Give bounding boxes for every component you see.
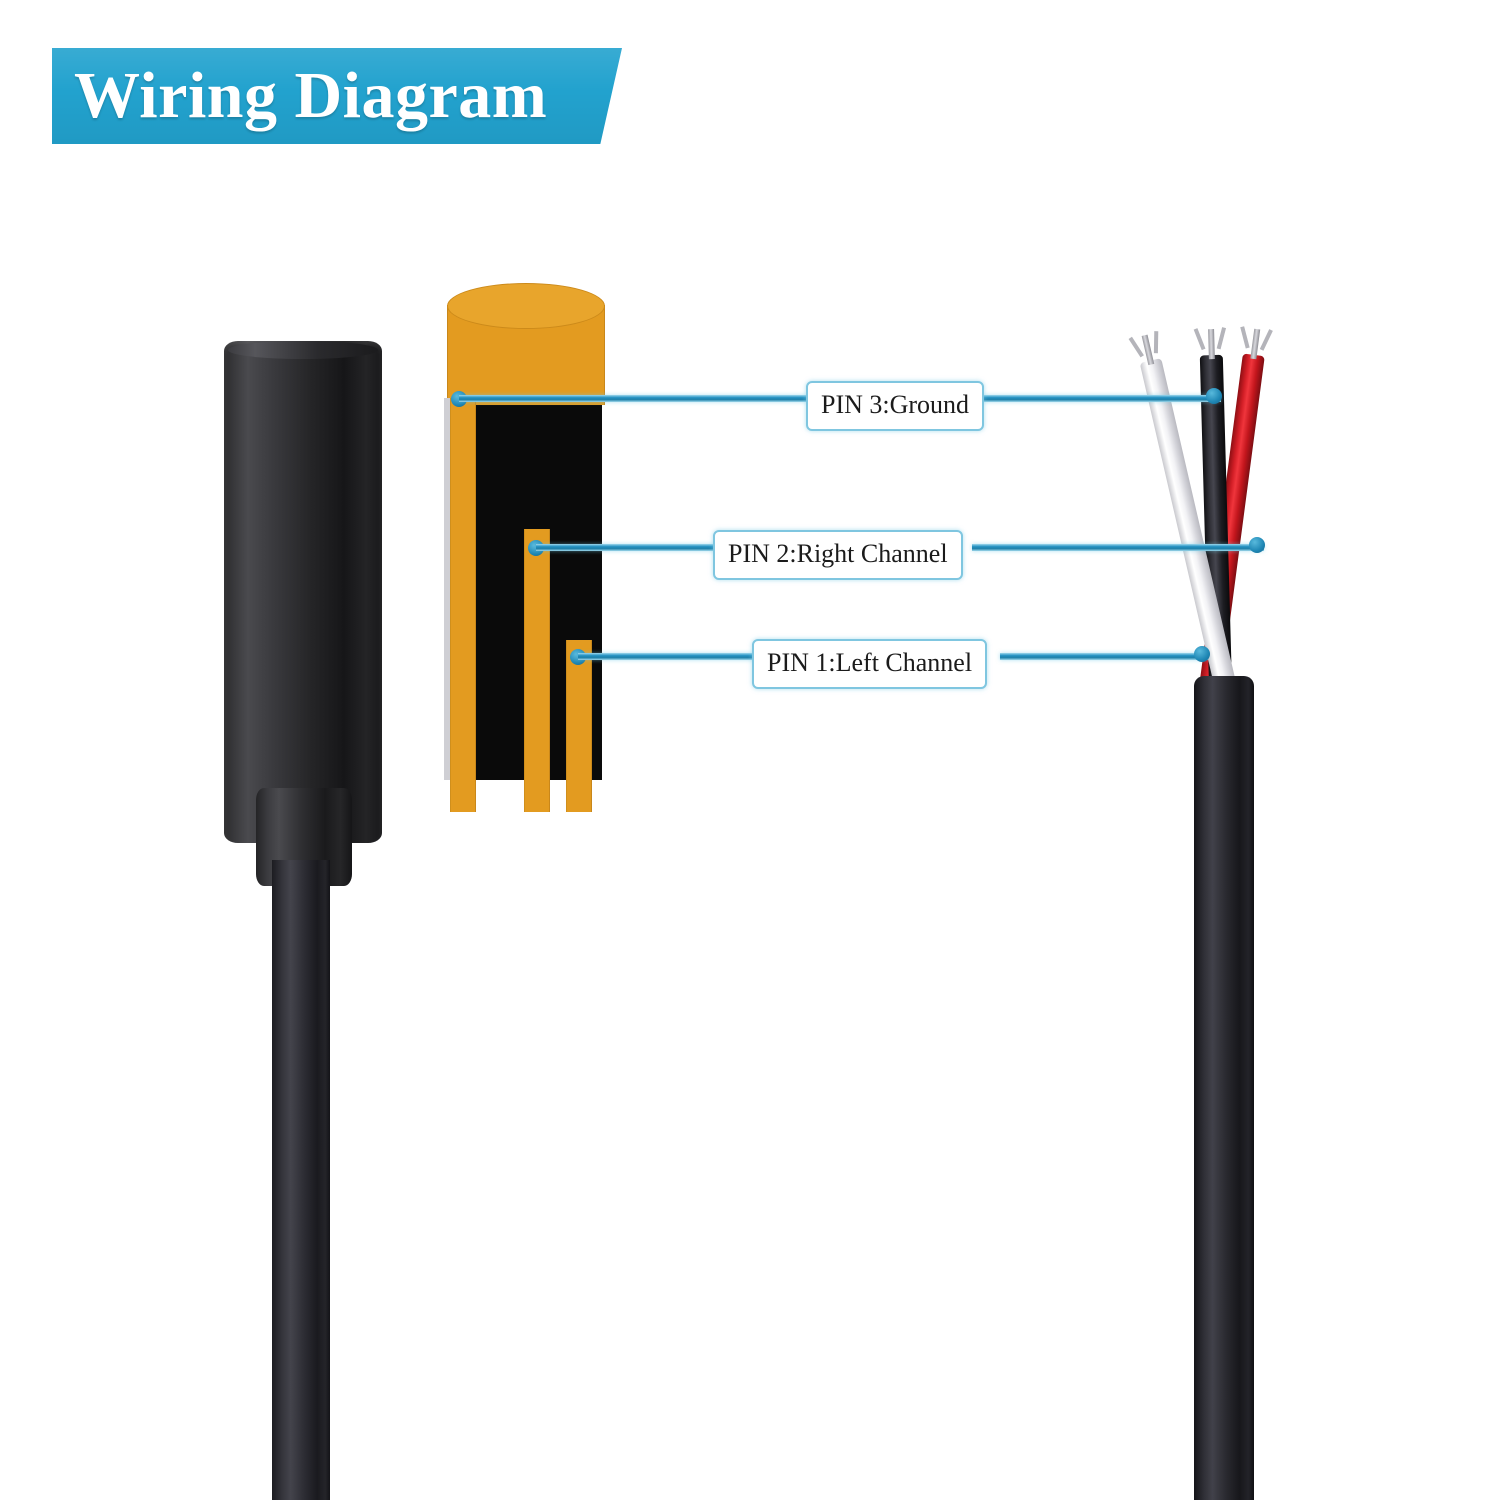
contact-strip-ground <box>450 398 476 812</box>
contact-strip-left-channel <box>566 640 592 812</box>
callout-pin2-leader-left <box>536 544 716 551</box>
wire-red-strand <box>1240 326 1250 349</box>
jack-barrel-top-face <box>228 341 378 359</box>
wire-black-strand <box>1216 327 1227 350</box>
callout-pin3-wire-dot <box>1206 388 1222 404</box>
wire-white-strand <box>1153 331 1159 354</box>
title-banner-shape <box>52 48 622 144</box>
jack-cable <box>272 860 330 1500</box>
callout-pin1-leader-right <box>1000 653 1208 660</box>
cross-section-wall <box>444 398 450 780</box>
callout-pin1-wire-dot <box>1194 646 1210 662</box>
cross-section-sleeve-top <box>447 283 605 329</box>
callout-pin3-leader-left <box>459 395 809 402</box>
callout-pin3-leader-right <box>981 395 1221 402</box>
callout-pin3-label: PIN 3:Ground <box>806 381 985 431</box>
title-banner: Wiring Diagram <box>52 48 622 144</box>
wire-black-strand <box>1193 328 1206 351</box>
jack-strain-relief <box>256 788 352 886</box>
callout-pin2-label: PIN 2:Right Channel <box>713 530 963 580</box>
contact-strip-right-channel <box>524 529 550 812</box>
wire-red-strand <box>1259 329 1273 351</box>
jack-barrel <box>224 341 382 843</box>
callout-pin1-label: PIN 1:Left Channel <box>752 639 988 689</box>
callout-pin2-leader-right <box>972 544 1264 551</box>
callout-pin1-leader-left <box>578 653 755 660</box>
callout-pin2-wire-dot <box>1249 537 1265 553</box>
cable-outer-sheath <box>1194 676 1254 1500</box>
wire-black-stripped-tip <box>1207 329 1215 360</box>
wire-white-stripped-tip <box>1141 334 1155 366</box>
page-title: Wiring Diagram <box>74 59 548 132</box>
